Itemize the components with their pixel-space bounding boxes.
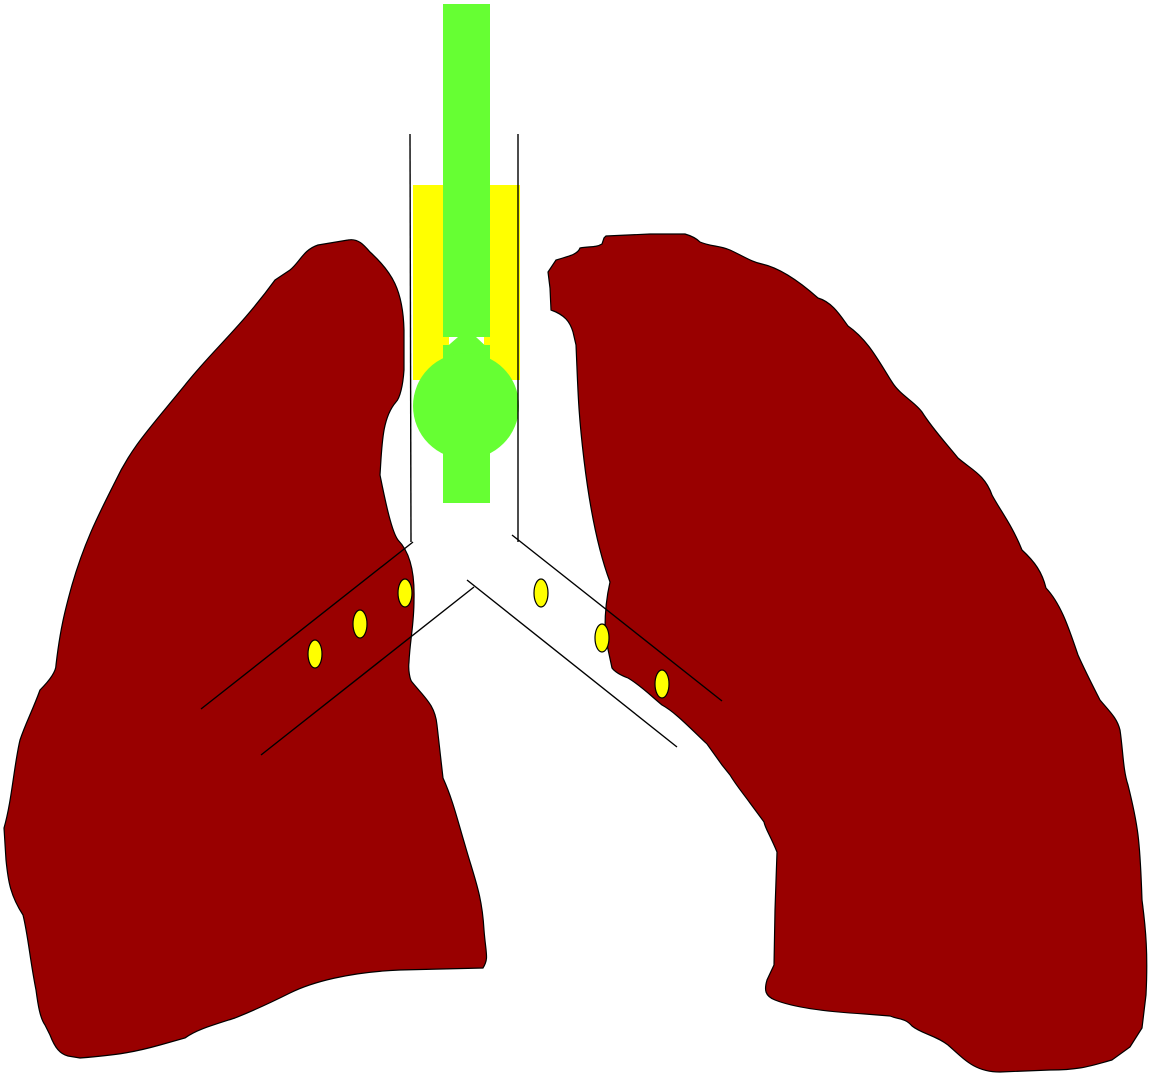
node-left-2 [353,610,367,638]
node-left-3 [308,640,322,668]
right-lung [548,234,1147,1072]
tube-lower-shaft [443,440,490,503]
node-left-1 [398,579,412,607]
node-right-2 [595,624,609,652]
node-right-3 [655,670,669,698]
node-right-1 [534,579,548,607]
trachea-left-wall [410,134,411,542]
tube-upper-shaft [443,4,490,337]
